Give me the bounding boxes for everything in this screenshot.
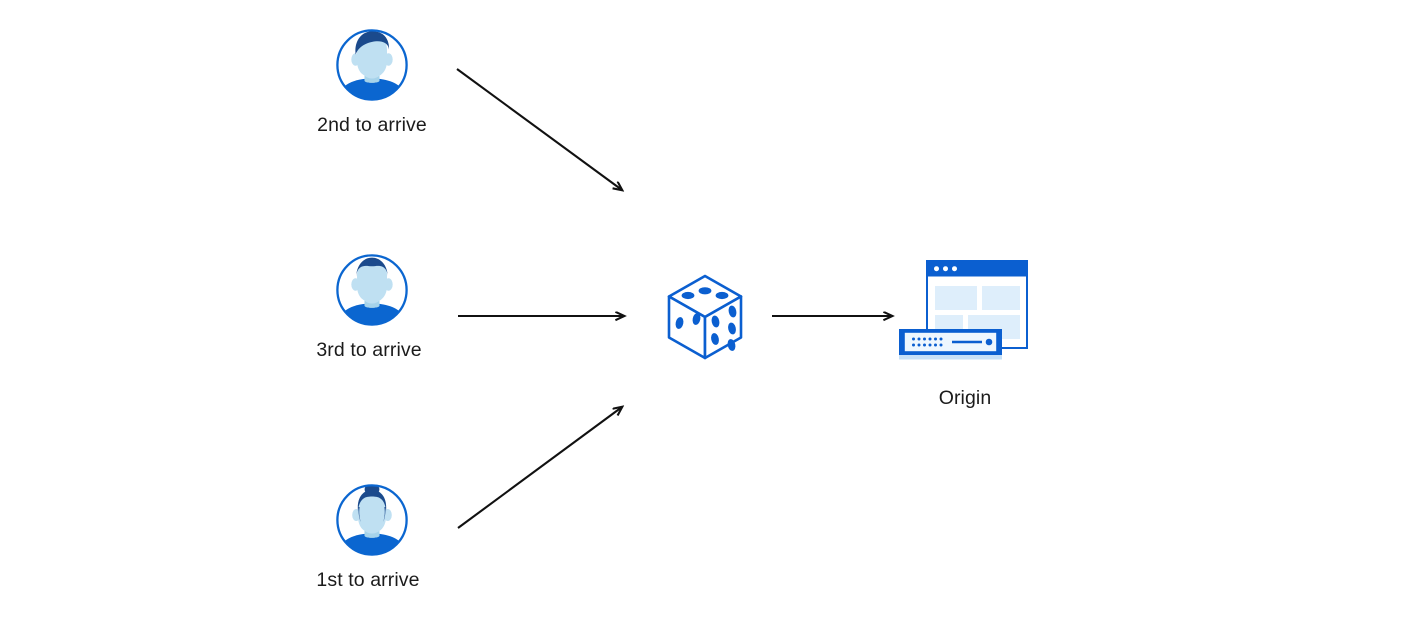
user-avatar-icon xyxy=(296,253,442,327)
origin-server-icon xyxy=(890,255,1040,373)
node-label: 2nd to arrive xyxy=(317,114,427,136)
node-client-2nd[interactable]: 2nd to arrive xyxy=(299,28,445,137)
node-origin[interactable]: Origin xyxy=(890,255,1040,410)
node-label: 1st to arrive xyxy=(316,569,420,591)
user-avatar-icon xyxy=(299,28,445,102)
node-label: Origin xyxy=(938,387,992,409)
node-randomizer[interactable] xyxy=(655,268,755,380)
server-device xyxy=(899,329,1002,360)
node-label: 3rd to arrive xyxy=(316,339,422,361)
arrow-1st-to-dice xyxy=(457,407,622,529)
node-client-3rd[interactable]: 3rd to arrive xyxy=(296,253,442,362)
user-avatar-icon xyxy=(295,483,441,557)
node-client-1st[interactable]: 1st to arrive xyxy=(295,483,441,592)
dice-icon xyxy=(655,268,755,368)
arrow-2nd-to-dice xyxy=(456,68,622,190)
